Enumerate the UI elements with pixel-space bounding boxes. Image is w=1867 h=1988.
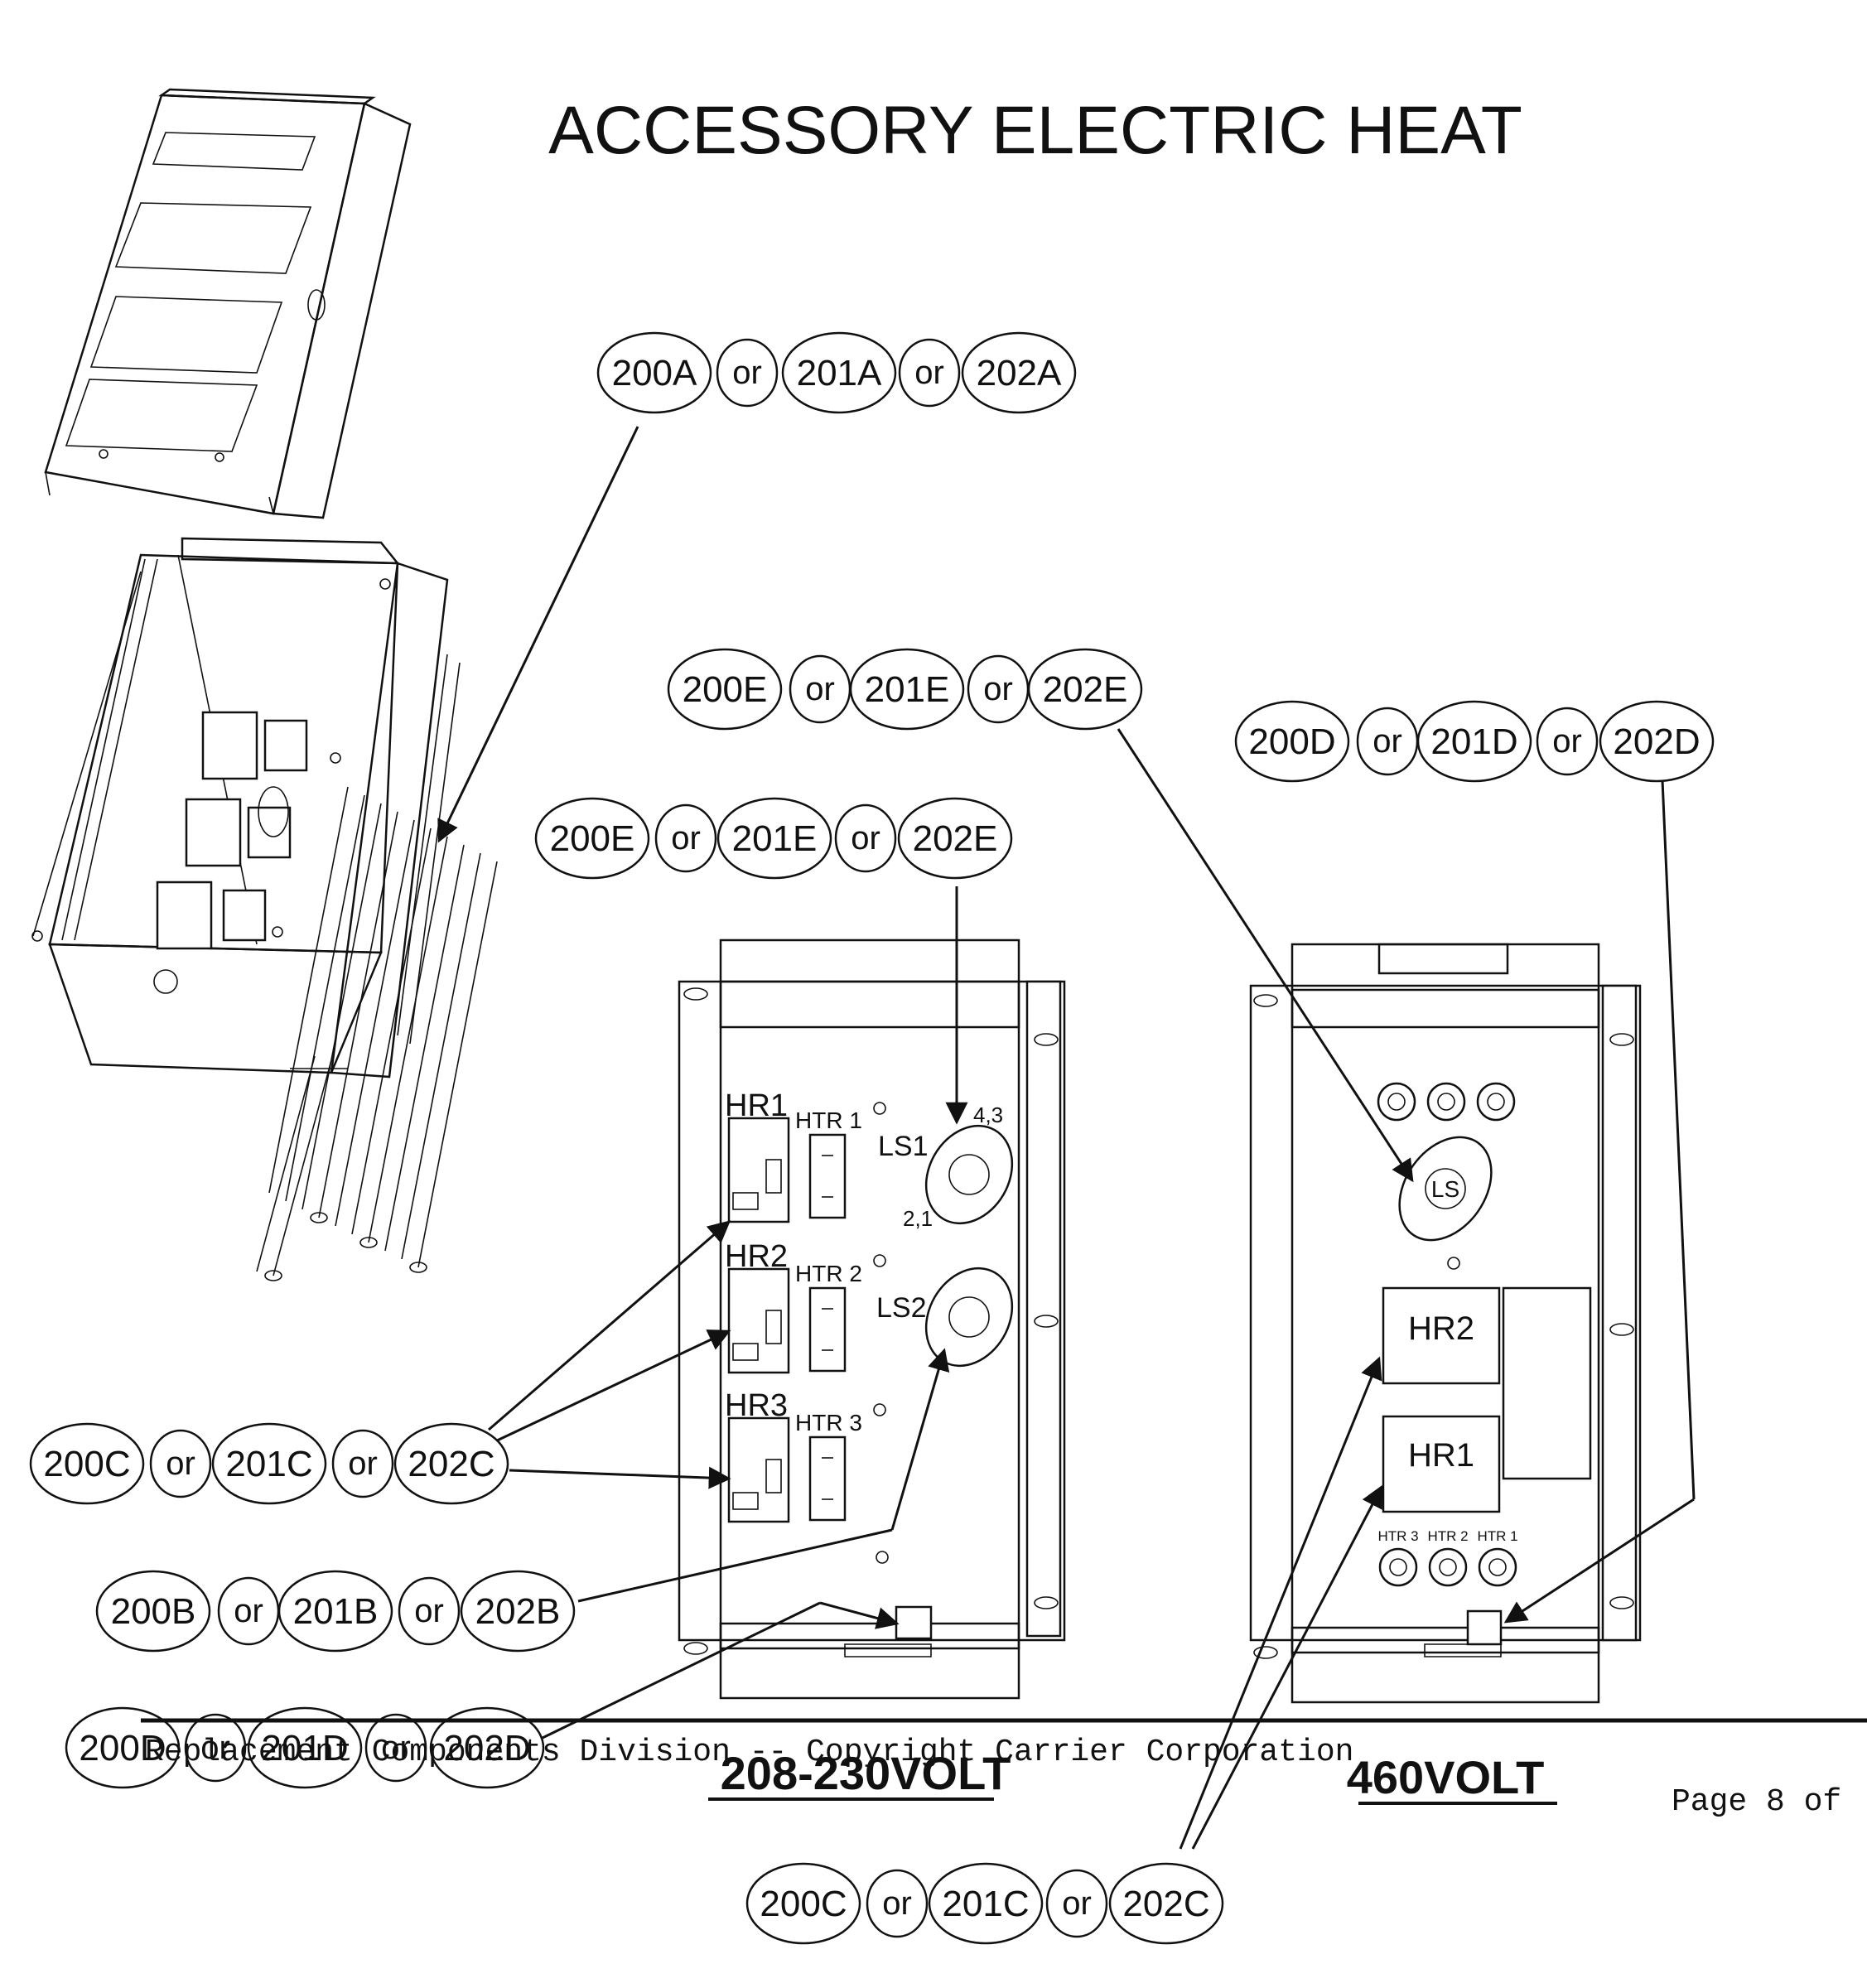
- callout-c-1: 200C: [43, 1444, 130, 1484]
- heater-htr2: [808, 1286, 847, 1373]
- leader-a: [437, 426, 639, 843]
- callout-or: or: [805, 671, 835, 707]
- callout-d-2: 201D: [1430, 721, 1517, 762]
- heater-cover-panel: [44, 88, 412, 519]
- callout-a-3: 202A: [977, 353, 1062, 393]
- leader-c-bottom-1: [1179, 1356, 1382, 1850]
- terminal-label-top: 4,3: [973, 1103, 1003, 1127]
- voltage-label-460: 460VOLT: [1347, 1751, 1557, 1805]
- terminal-label-bottom: 2,1: [903, 1206, 933, 1231]
- limit-switch-ls2: [924, 1267, 1014, 1368]
- ls1-label: LS1: [878, 1131, 929, 1162]
- heater-htr3: [808, 1436, 847, 1522]
- callout-or: or: [348, 1445, 378, 1482]
- heater-label-htr1-460: HTR 1: [1477, 1528, 1517, 1544]
- heater-label-htr1: HTR 1: [795, 1107, 862, 1133]
- callout-c-2: 201C: [942, 1884, 1029, 1924]
- callout-e-1: 200E: [683, 669, 768, 710]
- ls2-label: LS2: [876, 1292, 927, 1324]
- callout-or: or: [914, 355, 944, 391]
- voltage-label-left: 208-230VOLT: [721, 1747, 1011, 1799]
- callout-e-lower: 200E or 201E or 202E: [534, 797, 1013, 880]
- relay-label-hr2-460: HR2: [1408, 1310, 1474, 1347]
- callout-c-2: 201C: [225, 1444, 312, 1484]
- callout-b-3: 202B: [475, 1591, 561, 1632]
- relay-label-hr2: HR2: [725, 1239, 788, 1274]
- callout-a-top: 200A or 201A or 202A: [596, 331, 1077, 414]
- callout-d-3: 202D: [1613, 721, 1700, 762]
- callout-e-3: 202E: [1043, 669, 1128, 710]
- callout-e-upper: 200E or 201E or 202E: [667, 648, 1143, 731]
- page-number: Page 8 of: [1672, 1784, 1841, 1820]
- callout-d-1: 200D: [79, 1728, 166, 1768]
- leader-d-bottom: [542, 1601, 821, 1740]
- callout-c-1: 200C: [760, 1884, 847, 1924]
- leader-c-left-3: [509, 1466, 731, 1489]
- callout-or: or: [414, 1593, 444, 1629]
- callout-e-2: 201E: [865, 669, 950, 710]
- panel-208-230v: HR1 HR2 HR3 HTR 1 HTR 2 HTR 3 LS1 LS2 4,…: [678, 939, 1066, 1700]
- callout-or: or: [200, 1730, 230, 1766]
- callout-or: or: [234, 1593, 263, 1629]
- heater-control-box: [31, 537, 449, 1078]
- limit-switch-ls1: [924, 1124, 1014, 1225]
- callout-e-3: 202E: [913, 818, 998, 859]
- callout-b-left: 200B or 201B or 202B: [95, 1570, 576, 1653]
- heater-htr1: [808, 1133, 847, 1219]
- callout-e-2: 201E: [732, 818, 818, 859]
- callout-or: or: [381, 1730, 411, 1766]
- relay-hr2: [727, 1267, 790, 1374]
- relay-label-hr1: HR1: [725, 1088, 788, 1123]
- voltage-label-right: 460VOLT: [1347, 1751, 1545, 1803]
- callout-or: or: [732, 355, 762, 391]
- callout-a-1: 200A: [612, 353, 697, 393]
- relay-hr3: [727, 1416, 790, 1523]
- heater-label-htr3-460: HTR 3: [1377, 1528, 1418, 1544]
- relay-hr1: [727, 1117, 790, 1223]
- callout-c-3: 202C: [1122, 1884, 1209, 1924]
- ls-label: LS: [1431, 1176, 1459, 1202]
- page-title: ACCESSORY ELECTRIC HEAT: [548, 93, 1522, 168]
- leader-lines: [437, 426, 1696, 1850]
- leader-c-bottom-2: [1191, 1484, 1383, 1850]
- callout-e-1: 200E: [550, 818, 635, 859]
- heater-elements: [256, 654, 498, 1281]
- callout-b-1: 200B: [111, 1591, 196, 1632]
- footer-text: Replacement Components Division -- Copyr…: [145, 1735, 1353, 1770]
- relay-hr2-460: [1382, 1286, 1501, 1385]
- panel-460v: LS HR2 HR1 HTR 3 HTR 2 HTR 1: [1249, 943, 1642, 1704]
- callout-or: or: [1552, 723, 1582, 760]
- callout-b-2: 201B: [293, 1591, 379, 1632]
- callout-c-bottom: 200C or 201C or 202C: [745, 1862, 1224, 1945]
- callout-d-3: 202D: [443, 1728, 530, 1768]
- relay-label-hr1-460: HR1: [1408, 1437, 1474, 1474]
- heater-label-htr2: HTR 2: [795, 1261, 862, 1286]
- heater-label-htr3: HTR 3: [795, 1410, 862, 1436]
- callout-c-left: 200C or 201C or 202C: [29, 1422, 509, 1505]
- heater-label-htr2-460: HTR 2: [1427, 1528, 1468, 1544]
- leader-c-left-1: [488, 1220, 731, 1431]
- callout-or: or: [1373, 723, 1402, 760]
- callout-or: or: [166, 1445, 195, 1482]
- callout-or: or: [671, 820, 701, 856]
- callout-c-3: 202C: [408, 1444, 494, 1484]
- callout-d-1: 200D: [1248, 721, 1335, 762]
- callout-d-right: 200D or 201D or 202D: [1234, 700, 1715, 783]
- callout-or: or: [882, 1885, 912, 1922]
- callout-or: or: [1062, 1885, 1092, 1922]
- leader-d-right: [1661, 779, 1696, 1500]
- callout-or: or: [851, 820, 880, 856]
- relay-label-hr3: HR3: [725, 1388, 788, 1423]
- voltage-label-208: 208-230VOLT: [708, 1747, 1011, 1801]
- callout-d-2: 201D: [261, 1728, 348, 1768]
- relay-hr1-460: [1382, 1415, 1501, 1513]
- callout-or: or: [983, 671, 1013, 707]
- leader-c-left-2: [494, 1329, 731, 1443]
- leader-e-upper: [1117, 728, 1414, 1183]
- callout-d-bottom: 200D or 201D or 202D: [65, 1706, 545, 1789]
- leader-b: [577, 1528, 893, 1603]
- callout-a-2: 201A: [797, 353, 882, 393]
